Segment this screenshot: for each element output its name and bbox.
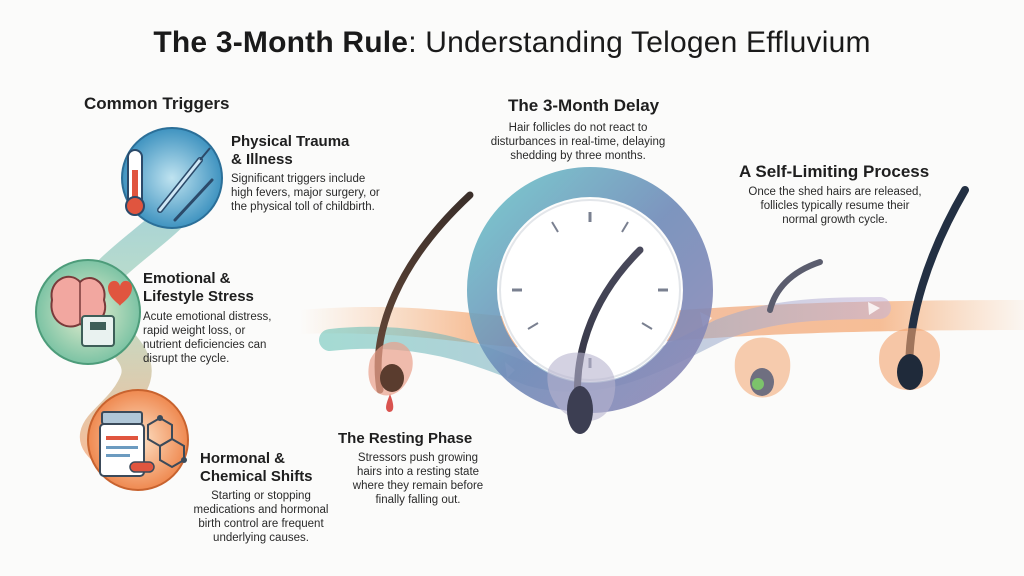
trigger-1-title: Physical Trauma & Illness [231, 133, 349, 169]
resting-phase-title: The Resting Phase [338, 430, 473, 447]
trigger-1-desc-line: high fevers, major surgery, or [231, 187, 380, 199]
regrown-hair-follicle [879, 186, 969, 391]
trigger-2-desc: Acute emotional distress, rapid weight l… [143, 310, 271, 366]
trigger-1-desc: Significant triggers include high fevers… [231, 172, 380, 214]
resting-phase-desc: Stressors push growing hairs into a rest… [348, 451, 488, 507]
trigger-2-title-line2: Lifestyle Stress [143, 288, 254, 305]
trigger-2-desc-line: nutrient deficiencies can [143, 339, 267, 351]
resting-hair-follicle [368, 191, 474, 412]
trigger-2-desc-line: Acute emotional distress, [143, 311, 272, 323]
thermometer-syringe-icon [121, 127, 223, 229]
trigger-2-title-line1: Emotional & [143, 270, 231, 287]
regrowing-hair-follicle [734, 259, 823, 398]
title-rest: : Understanding Telogen Effluvium [408, 26, 871, 59]
delay-desc-line: Hair follicles do not react to [508, 122, 648, 134]
page-title: The 3-Month Rule: Understanding Telogen … [0, 26, 1024, 60]
resting-desc-line: finally falling out. [375, 494, 461, 506]
flow-arrow-head-3 [868, 302, 880, 315]
delay-desc: Hair follicles do not react to disturban… [478, 121, 678, 163]
trigger-2-title: Emotional & Lifestyle Stress [143, 270, 254, 306]
self-limiting-desc-line: Once the shed hairs are released, [748, 186, 922, 198]
trigger-3-desc: Starting or stopping medications and hor… [186, 489, 336, 545]
trigger-1-desc-line: the physical toll of childbirth. [231, 201, 375, 213]
trigger-3-desc-line: underlying causes. [213, 532, 309, 544]
self-limiting-desc-line: normal growth cycle. [782, 214, 888, 226]
self-limiting-desc: Once the shed hairs are released, follic… [740, 185, 930, 227]
trigger-3-title: Hormonal & Chemical Shifts [200, 450, 313, 486]
delay-hair-follicle [547, 246, 644, 434]
trigger-1-desc-line: Significant triggers include [231, 173, 366, 185]
self-limiting-title: A Self-Limiting Process [739, 162, 930, 181]
trigger-3-desc-line: medications and hormonal [193, 504, 329, 516]
self-limiting-desc-line: follicles typically resume their [760, 200, 910, 212]
pill-bottle-molecule-icon [87, 389, 189, 491]
trigger-3-title-line1: Hormonal & [200, 450, 286, 467]
delay-desc-line: shedding by three months. [510, 150, 646, 162]
trigger-2-desc-line: rapid weight loss, or [143, 325, 246, 337]
trigger-3-desc-line: Starting or stopping [211, 490, 311, 502]
title-bold: The 3-Month Rule [153, 26, 409, 59]
delay-title: The 3-Month Delay [508, 96, 660, 115]
resting-desc-line: hairs into a resting state [356, 466, 480, 478]
delay-desc-line: disturbances in real-time, delaying [490, 136, 666, 148]
trigger-1-title-line2: & Illness [231, 151, 293, 168]
triggers-heading: Common Triggers [84, 94, 230, 113]
trigger-1-title-line1: Physical Trauma [231, 133, 350, 150]
trigger-3-desc-line: birth control are frequent [198, 518, 324, 530]
brain-heart-scale-icon [35, 259, 141, 365]
trigger-2-desc-line: disrupt the cycle. [143, 353, 230, 365]
trigger-3-title-line2: Chemical Shifts [200, 468, 313, 485]
resting-desc-line: where they remain before [352, 480, 484, 492]
resting-desc-line: Stressors push growing [357, 452, 479, 464]
